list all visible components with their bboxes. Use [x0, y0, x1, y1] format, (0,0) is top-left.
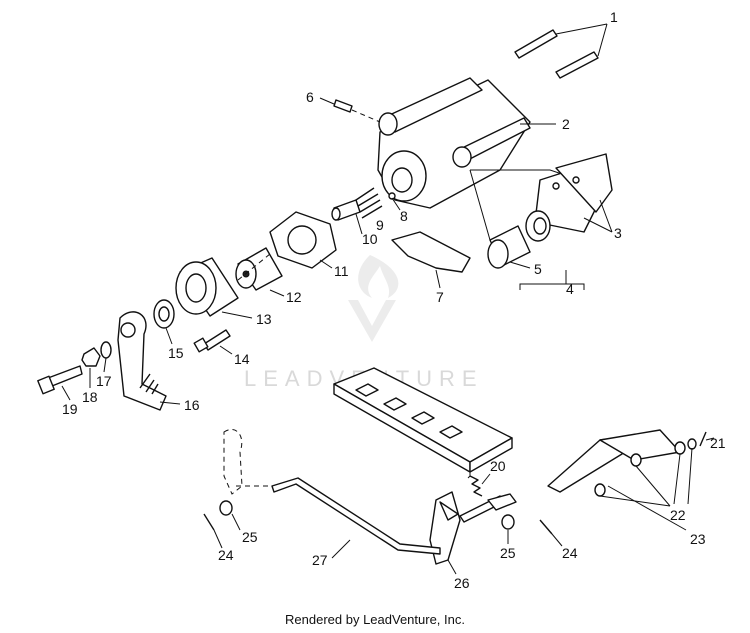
callout-1: 1: [610, 9, 618, 25]
callout-19: 19: [62, 401, 78, 417]
part-25-washer-left: [219, 500, 241, 531]
part-1-pins: [514, 23, 608, 79]
part-11-gasket: [269, 211, 337, 269]
callout-13: 13: [256, 311, 272, 327]
callout-9: 9: [376, 217, 384, 233]
part-20-spring: [469, 473, 491, 497]
footrest-platform: [333, 367, 513, 479]
part-23-leader: [607, 485, 687, 531]
part-10-plunger: [331, 199, 363, 235]
part-24-cotter-right: [539, 519, 563, 547]
callout-7: 7: [436, 289, 444, 305]
callout-27: 27: [312, 552, 328, 568]
part-6-bleeder-screw: [319, 97, 381, 123]
callout-16: 16: [184, 397, 200, 413]
part-21-cotter-pin: [699, 431, 715, 447]
callout-25-left: 25: [242, 529, 258, 545]
callout-24-left: 24: [218, 547, 234, 563]
part-5-piston: [487, 210, 551, 269]
callout-3: 3: [614, 225, 622, 241]
callout-10: 10: [362, 231, 378, 247]
master-cylinder-outline: [223, 429, 270, 495]
part-25-washer-right: [501, 514, 515, 544]
callout-6: 6: [306, 89, 314, 105]
part-12-cam: [235, 247, 285, 297]
callout-15: 15: [168, 345, 184, 361]
brake-pedal: [547, 429, 681, 507]
callout-24-right: 24: [562, 545, 578, 561]
callout-8: 8: [400, 208, 408, 224]
callout-11: 11: [334, 263, 349, 279]
callout-12: 12: [286, 289, 302, 305]
callout-20: 20: [490, 458, 506, 474]
callout-25-right: 25: [500, 545, 516, 561]
callout-17: 17: [96, 373, 112, 389]
part-17-washer: [100, 341, 112, 373]
part-16-lever-arm: [117, 311, 181, 411]
part-26-pedal-arm: [429, 491, 517, 575]
callout-23: 23: [690, 531, 706, 547]
callout-14: 14: [234, 351, 250, 367]
callout-18: 18: [82, 389, 98, 405]
callout-22: 22: [670, 507, 686, 523]
callout-4: 4: [566, 281, 574, 297]
part-3-brake-pads: [534, 153, 613, 233]
part-27-brake-rod: [271, 477, 441, 559]
callout-labels: 1 2 3 4 5 6 7 8 9 10 11 12 13 14 15 16 1…: [62, 9, 726, 591]
callout-21: 21: [710, 435, 726, 451]
part-7-shim: [391, 231, 471, 289]
part-8-spring: [355, 187, 401, 219]
part-22-bushing: [673, 438, 697, 505]
part-19-bolt: [37, 365, 83, 401]
part-4-group-bracket: [519, 270, 585, 290]
part-13-actuator-housing: [175, 253, 271, 319]
callout-26: 26: [454, 575, 470, 591]
callout-5: 5: [534, 261, 542, 277]
part-15-seal: [153, 299, 175, 345]
part-24-cotter-left: [203, 513, 223, 549]
callout-2: 2: [562, 116, 570, 132]
footer-credit: Rendered by LeadVenture, Inc.: [285, 612, 465, 627]
part-2-caliper-housing: [377, 77, 581, 241]
part-14-bolt: [193, 329, 233, 355]
part-18-nut: [81, 347, 101, 388]
